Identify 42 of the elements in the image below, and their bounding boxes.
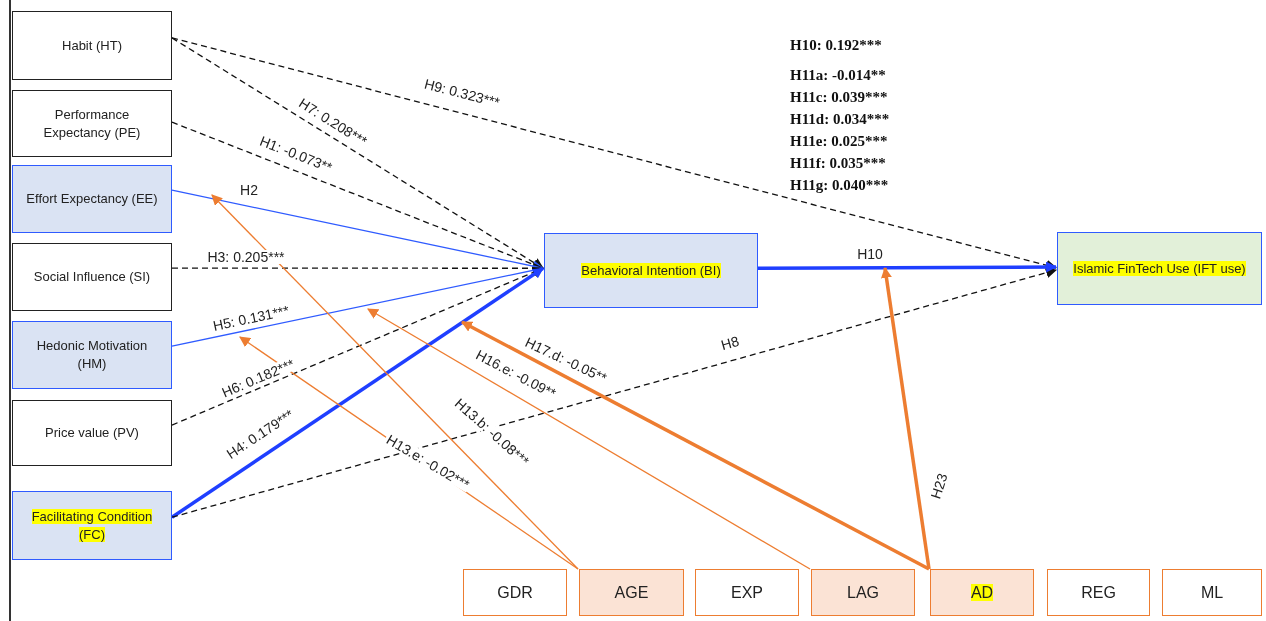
node-label: Habit (HT) bbox=[62, 36, 122, 55]
path-arrow bbox=[171, 266, 544, 519]
node-label: EXP bbox=[731, 582, 763, 603]
moderation-arrow bbox=[461, 320, 930, 571]
construct-box bbox=[12, 400, 172, 466]
construct-box bbox=[12, 11, 172, 80]
node-label: Facilitating Condition (FC) bbox=[30, 507, 154, 544]
node-label: Hedonic Motivation (HM) bbox=[35, 337, 149, 373]
path-arrow bbox=[171, 37, 544, 269]
construct-box bbox=[12, 491, 172, 560]
moderator-box bbox=[695, 569, 799, 616]
moderator-box bbox=[1162, 569, 1262, 616]
node-label: LAG bbox=[847, 582, 879, 603]
construct-box bbox=[544, 233, 758, 308]
path-arrow bbox=[758, 261, 1058, 273]
node-label: REG bbox=[1081, 582, 1116, 603]
node-label: Performance Expectancy (PE) bbox=[42, 105, 142, 142]
edge-label: H2 bbox=[238, 183, 260, 197]
node-label: AGE bbox=[614, 582, 649, 603]
construct-box bbox=[12, 321, 172, 389]
path-arrow bbox=[171, 267, 1058, 518]
outcome-box bbox=[1057, 232, 1262, 305]
node-label: Social Influence (SI) bbox=[33, 268, 151, 286]
moderator-box bbox=[811, 569, 915, 616]
edge-label: H3: 0.205*** bbox=[205, 250, 287, 264]
node-label: Effort Expectancy (EE) bbox=[26, 190, 158, 208]
node-label: Price value (PV) bbox=[45, 424, 139, 442]
moderator-box bbox=[579, 569, 684, 616]
moderation-arrow bbox=[881, 266, 931, 570]
moderation-arrow bbox=[367, 308, 811, 570]
node-label: AD bbox=[970, 582, 994, 603]
moderator-box bbox=[463, 569, 567, 616]
edge-label: H10 bbox=[855, 247, 885, 261]
node-label: GDR bbox=[497, 582, 533, 603]
moderator-box bbox=[1047, 569, 1150, 616]
node-label: Islamic FinTech Use (IFT use) bbox=[1073, 259, 1246, 278]
construct-box bbox=[12, 90, 172, 157]
node-label: ML bbox=[1200, 582, 1224, 603]
moderator-box bbox=[930, 569, 1034, 616]
construct-box bbox=[12, 243, 172, 311]
construct-box bbox=[12, 165, 172, 233]
node-label: Behavioral Intention (BI) bbox=[581, 261, 721, 280]
